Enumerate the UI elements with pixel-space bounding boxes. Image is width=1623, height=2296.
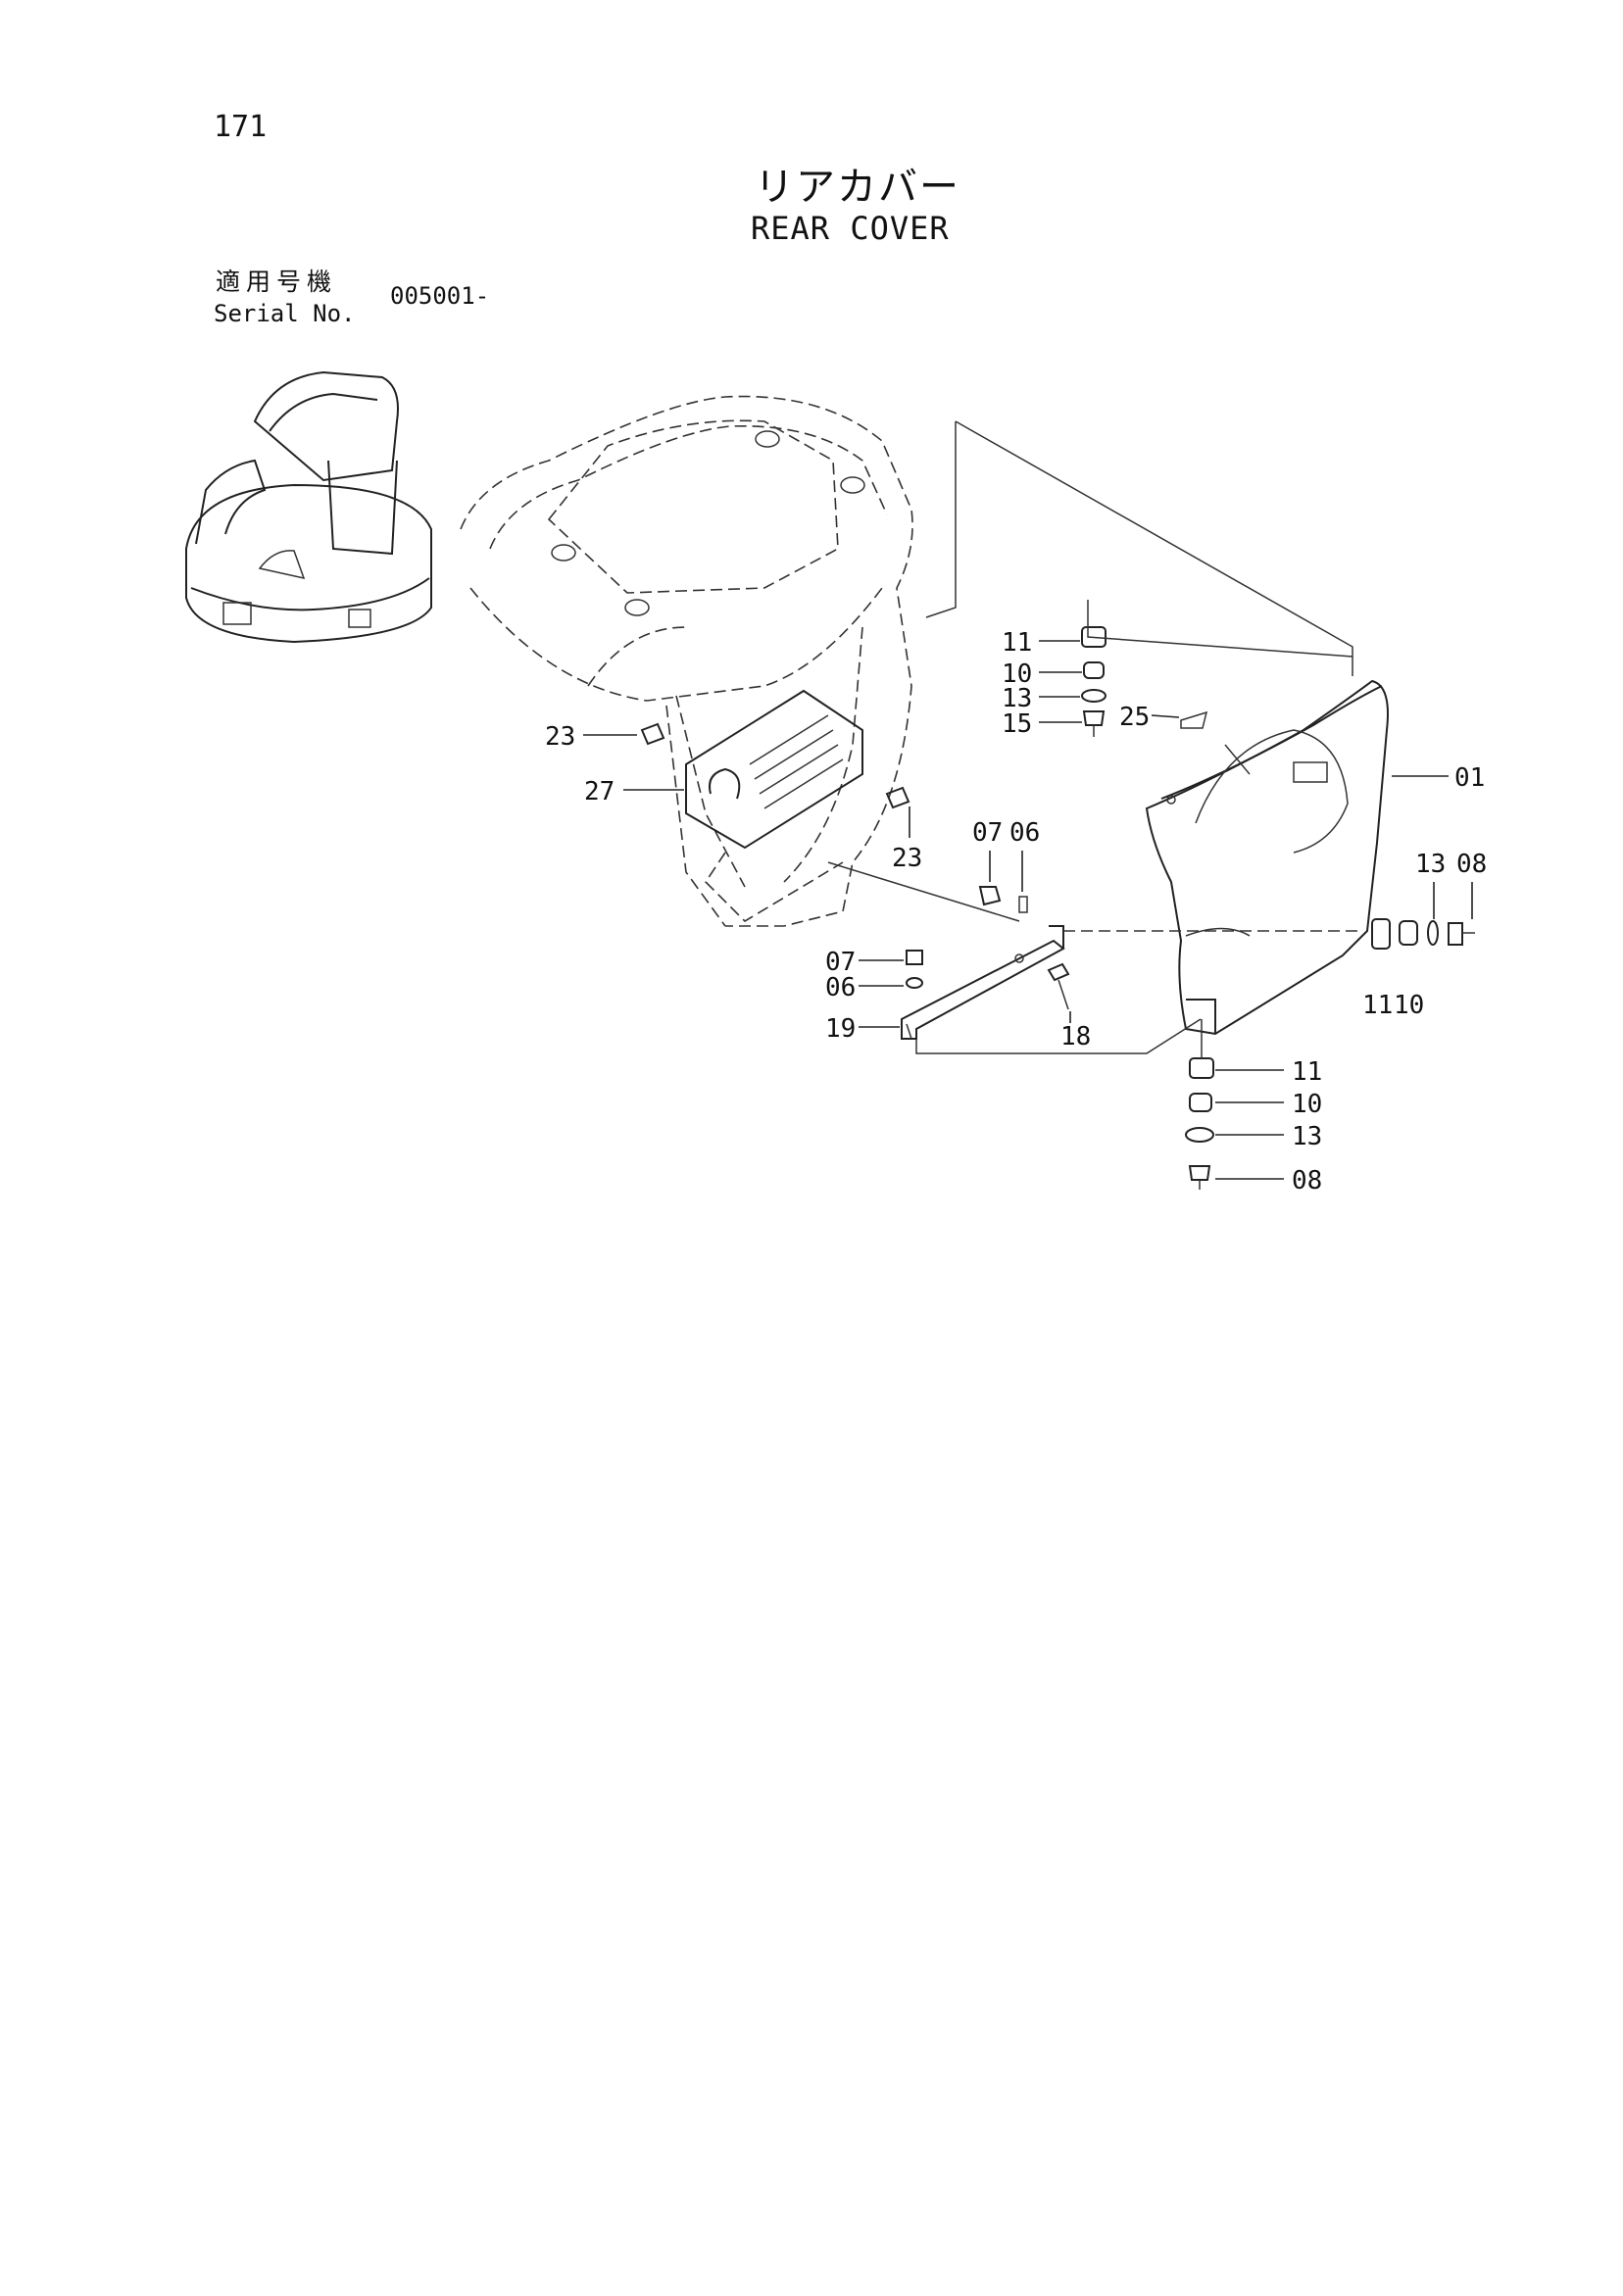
- callout-23-center: 23: [892, 844, 922, 873]
- assembly-lines: [827, 420, 1357, 1058]
- callout-18: 18: [1060, 1022, 1091, 1051]
- support-bracket: [901, 925, 1070, 1040]
- callout-10-bottom: 10: [1292, 1090, 1322, 1119]
- rear-cover-part-01: [1145, 679, 1389, 1036]
- callout-13-bottom: 13: [1292, 1122, 1322, 1151]
- callout-07-upper: 07: [972, 818, 1003, 848]
- callout-06-upper: 06: [1009, 818, 1040, 848]
- fastener-misc: [640, 710, 1208, 989]
- serial-label-english: Serial No.: [214, 300, 356, 327]
- title-japanese: リアカバー: [755, 165, 960, 210]
- title-english: REAR COVER: [751, 210, 950, 247]
- grille-part-27: [685, 689, 863, 923]
- callout-27: 27: [584, 777, 615, 806]
- callout-01: 01: [1454, 763, 1485, 793]
- page-number: 171: [214, 110, 268, 144]
- callout-10-top: 10: [1002, 659, 1032, 689]
- callout-13-top: 13: [1002, 684, 1032, 713]
- serial-number-value: 005001-: [390, 282, 490, 310]
- machine-overview-illustration: [185, 370, 432, 644]
- callout-11-bottom: 11: [1292, 1057, 1322, 1087]
- callout-11-right: 11: [1362, 991, 1393, 1020]
- callout-19: 19: [825, 1014, 856, 1044]
- fastener-bottom-stack: [1185, 1057, 1214, 1190]
- callout-10-right: 10: [1394, 991, 1424, 1020]
- leader-lines: [583, 640, 1473, 1180]
- callout-08-bottom: 08: [1292, 1166, 1322, 1196]
- callout-labels: 11 10 13 15 25 01 23 27 23 07 06 13 08 0…: [545, 628, 1487, 1196]
- callout-23-left: 23: [545, 722, 575, 752]
- callout-25: 25: [1119, 703, 1150, 732]
- callout-15: 15: [1002, 709, 1032, 739]
- serial-label-japanese: 適用号機: [216, 268, 338, 296]
- callout-06-lower: 06: [825, 973, 856, 1002]
- hood-outline: [460, 395, 913, 927]
- fastener-right-stack: [1371, 918, 1475, 950]
- callout-13-right: 13: [1415, 850, 1446, 879]
- callout-07-lower: 07: [825, 948, 856, 977]
- callout-11-top: 11: [1002, 628, 1032, 658]
- callout-08-right: 08: [1456, 850, 1487, 879]
- fastener-top-stack: [1081, 626, 1107, 737]
